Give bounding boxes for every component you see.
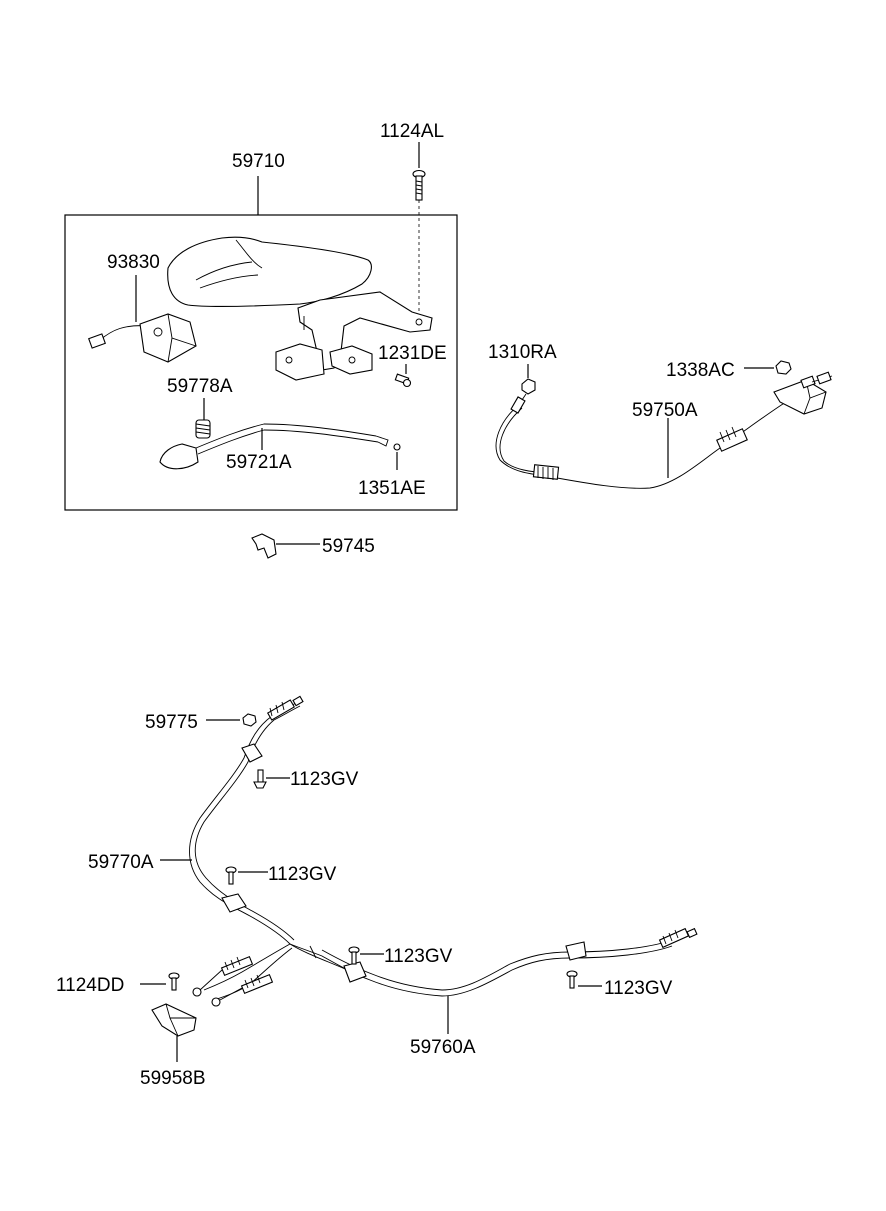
- bolt-1123GV-d: [566, 970, 578, 989]
- rear-cable-59770A: [189, 695, 353, 973]
- front-cable-59750A: [495, 371, 833, 489]
- label-93830: 93830: [107, 252, 160, 273]
- label-59721A: 59721A: [226, 452, 292, 473]
- screw-1231DE: [394, 373, 412, 388]
- bolt-1124DD: [168, 972, 180, 991]
- nut-1310RA: [521, 378, 536, 395]
- label-1231DE: 1231DE: [378, 343, 447, 364]
- label-1124DD: 1124DD: [56, 975, 124, 996]
- parking-brake-lever: [167, 236, 433, 381]
- bolt-1124AL: [412, 169, 426, 312]
- label-1123GV-d: 1123GV: [604, 978, 673, 999]
- label-1351AE: 1351AE: [358, 478, 426, 499]
- label-59958B: 59958B: [140, 1068, 206, 1089]
- rear-cable-59760A: [192, 927, 698, 1007]
- clip-1351AE: [393, 443, 401, 451]
- release-rod-59721A: [159, 423, 389, 470]
- nut-1338AC: [775, 360, 792, 375]
- label-1124AL: 1124AL: [380, 121, 444, 142]
- nut-59775: [242, 713, 257, 727]
- label-1310RA: 1310RA: [488, 342, 557, 363]
- clip-59745: [251, 533, 277, 559]
- parking-brake-switch: [88, 313, 197, 363]
- label-1123GV-c: 1123GV: [384, 946, 453, 967]
- bolt-1123GV-a: [253, 769, 267, 789]
- label-59710: 59710: [232, 151, 285, 172]
- bolt-1123GV-c: [348, 946, 360, 965]
- label-1338AC: 1338AC: [666, 360, 735, 381]
- label-59750A: 59750A: [632, 400, 698, 421]
- label-1123GV-b: 1123GV: [268, 864, 337, 885]
- bracket-59958B: [151, 1003, 197, 1037]
- spring-59778A: [195, 419, 211, 439]
- label-59778A: 59778A: [167, 376, 233, 397]
- label-59770A: 59770A: [88, 852, 154, 873]
- label-1123GV-a: 1123GV: [290, 769, 359, 790]
- label-59775: 59775: [145, 712, 198, 733]
- lever-assembly-box: [64, 214, 458, 511]
- label-59745: 59745: [322, 536, 375, 557]
- label-59760A: 59760A: [410, 1037, 476, 1058]
- bolt-1123GV-b: [225, 866, 237, 885]
